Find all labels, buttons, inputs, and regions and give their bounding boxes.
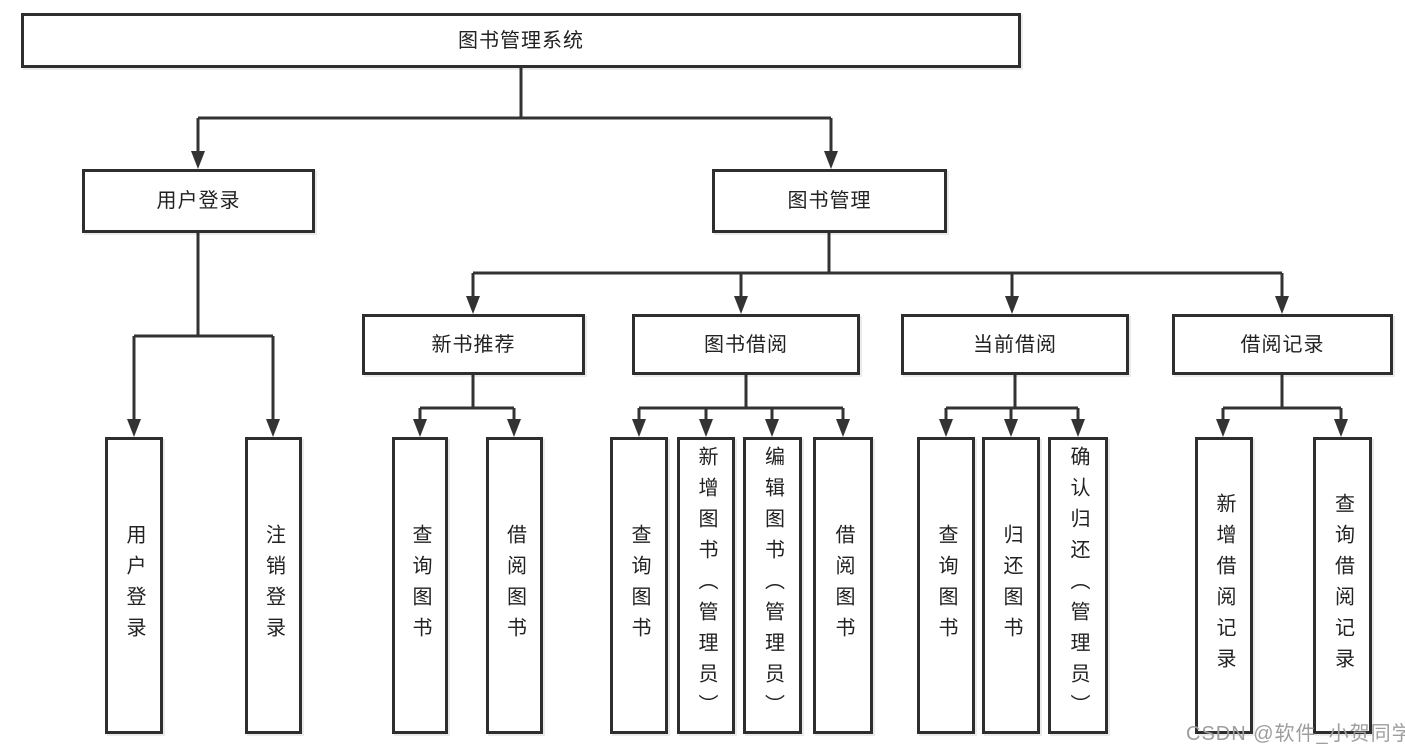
arrowhead-icon xyxy=(413,419,427,437)
node-book-borrow-label: 图书借阅 xyxy=(704,333,788,356)
arrowhead-icon xyxy=(824,151,838,169)
arrowhead-icon xyxy=(507,419,521,437)
connector-new-book xyxy=(418,375,516,421)
connector-root xyxy=(196,68,833,153)
arrowhead-icon xyxy=(1005,296,1019,314)
connector-borrow-record xyxy=(1221,375,1343,421)
node-root: 图书管理系统 xyxy=(21,13,1021,68)
node-book-borrow: 图书借阅 xyxy=(632,314,860,375)
arrowhead-icon xyxy=(836,419,850,437)
arrowhead-icon xyxy=(765,419,779,437)
arrowhead-icon xyxy=(1275,296,1289,314)
arrowhead-icon xyxy=(191,151,205,169)
leaf-current-query: 查询图书 xyxy=(917,437,975,734)
leaf-user-login: 用户登录 xyxy=(105,437,163,734)
arrowhead-icon xyxy=(1216,419,1230,437)
arrowhead-icon xyxy=(127,419,141,437)
connector-current-borrow xyxy=(944,375,1080,421)
leaf-current-confirm-label: 确认归还（管理员） xyxy=(1067,446,1089,725)
connector-book-mgmt xyxy=(471,233,1284,297)
arrowhead-icon xyxy=(1004,419,1018,437)
leaf-borrow-query: 查询图书 xyxy=(610,437,668,734)
csdn-watermark: CSDN @软件_小贺同学 xyxy=(1186,723,1405,745)
node-book-mgmt: 图书管理 xyxy=(712,169,947,233)
leaf-user-login-label: 用户登录 xyxy=(123,523,145,648)
node-borrow-record: 借阅记录 xyxy=(1172,314,1393,375)
leaf-newbook-borrow: 借阅图书 xyxy=(486,437,543,734)
connector-book-borrow xyxy=(637,375,845,421)
node-user-login-label: 用户登录 xyxy=(156,190,241,212)
leaf-logout: 注销登录 xyxy=(245,437,302,734)
leaf-newbook-query-label: 查询图书 xyxy=(409,523,431,648)
leaf-logout-label: 注销登录 xyxy=(262,523,285,648)
arrowhead-icon xyxy=(734,296,748,314)
leaf-current-confirm: 确认归还（管理员） xyxy=(1048,437,1108,734)
leaf-borrow-borrow-label: 借阅图书 xyxy=(832,523,854,648)
leaf-current-return-label: 归还图书 xyxy=(1000,523,1022,648)
arrowhead-icon xyxy=(699,419,713,437)
arrowhead-icon xyxy=(466,296,480,314)
leaf-record-add-label: 新增借阅记录 xyxy=(1213,492,1235,679)
node-current-borrow-label: 当前借阅 xyxy=(973,333,1057,356)
arrowhead-icon xyxy=(266,419,280,437)
node-new-book-recommend: 新书推荐 xyxy=(362,314,585,375)
arrowhead-icon xyxy=(939,419,953,437)
leaf-borrow-edit-label: 编辑图书（管理员） xyxy=(761,446,784,725)
node-book-mgmt-label: 图书管理 xyxy=(787,190,872,212)
connector-user-login xyxy=(132,233,275,421)
leaf-current-return: 归还图书 xyxy=(982,437,1040,734)
leaf-borrow-borrow: 借阅图书 xyxy=(813,437,873,734)
leaf-newbook-borrow-label: 借阅图书 xyxy=(503,523,526,648)
leaf-record-query: 查询借阅记录 xyxy=(1313,437,1372,734)
leaf-record-add: 新增借阅记录 xyxy=(1195,437,1253,734)
leaf-newbook-query: 查询图书 xyxy=(392,437,448,734)
leaf-borrow-edit: 编辑图书（管理员） xyxy=(743,437,802,734)
arrowhead-icon xyxy=(632,419,646,437)
leaf-record-query-label: 查询借阅记录 xyxy=(1331,492,1354,679)
leaf-current-query-label: 查询图书 xyxy=(935,523,957,648)
node-user-login: 用户登录 xyxy=(82,169,315,233)
leaf-borrow-add: 新增图书（管理员） xyxy=(677,437,735,734)
node-current-borrow: 当前借阅 xyxy=(901,314,1129,375)
leaf-borrow-add-label: 新增图书（管理员） xyxy=(695,446,717,725)
node-borrow-record-label: 借阅记录 xyxy=(1240,333,1325,356)
node-root-label: 图书管理系统 xyxy=(458,29,584,52)
arrowhead-icon xyxy=(1071,419,1085,437)
node-new-book-recommend-label: 新书推荐 xyxy=(431,333,516,356)
leaf-borrow-query-label: 查询图书 xyxy=(628,523,650,648)
arrowhead-icon xyxy=(1334,419,1348,437)
